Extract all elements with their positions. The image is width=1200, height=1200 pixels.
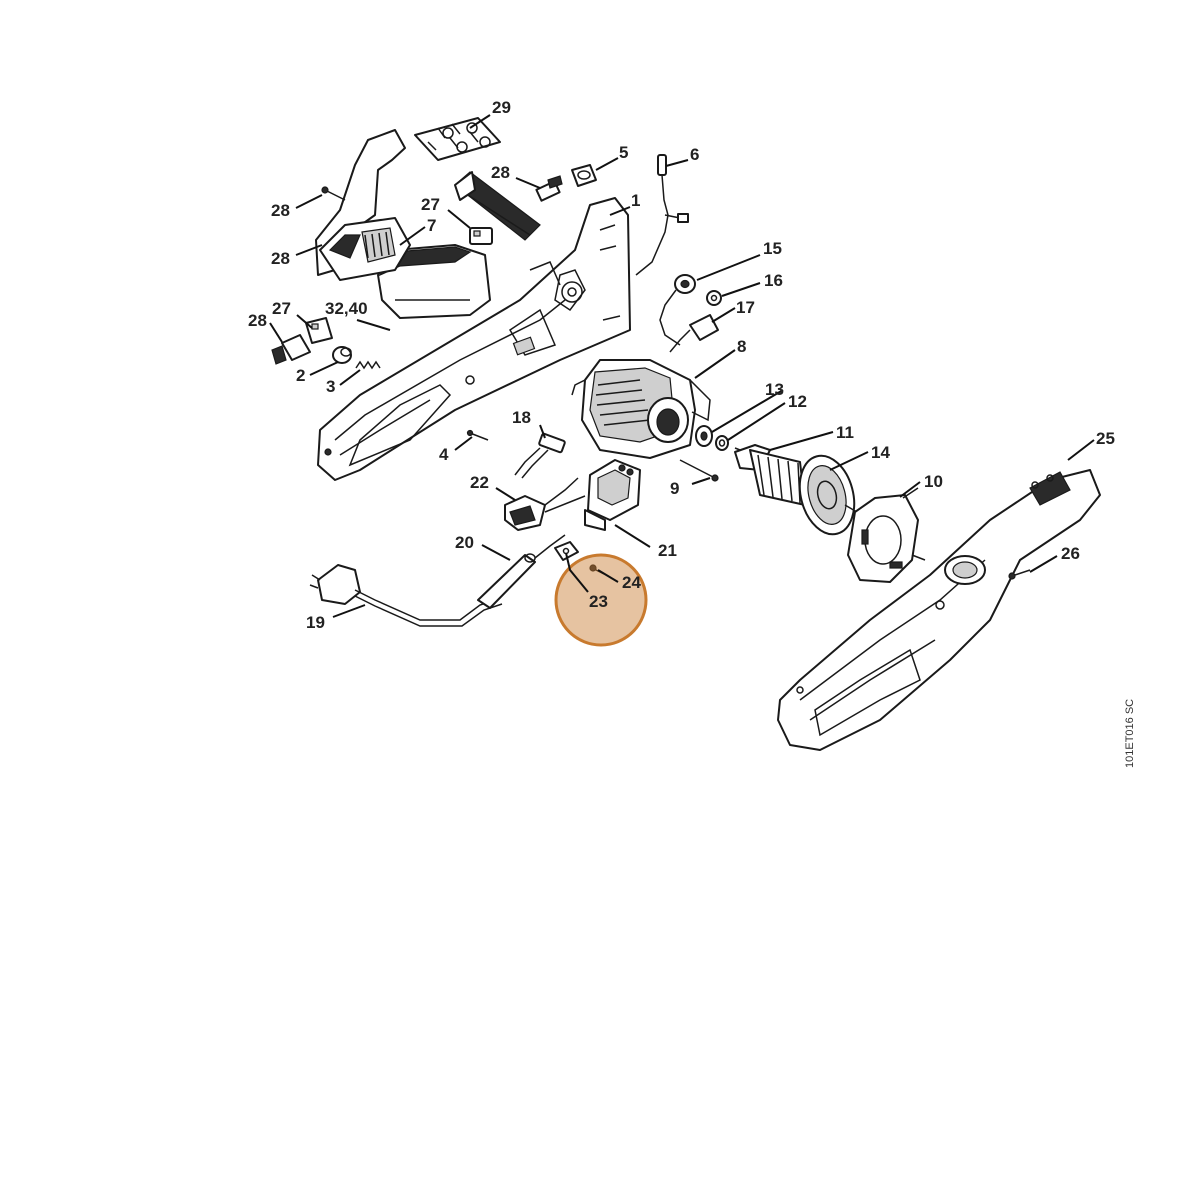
callout-26: 26 bbox=[1061, 544, 1080, 563]
callout-19: 19 bbox=[306, 613, 325, 632]
callout-15: 15 bbox=[763, 239, 782, 258]
callout-7: 7 bbox=[427, 216, 436, 235]
callout-28-top: 28 bbox=[491, 163, 510, 182]
switch-28-top bbox=[535, 175, 563, 202]
bearing-13 bbox=[695, 425, 713, 447]
brush-holder-15 bbox=[659, 274, 696, 346]
bearing-12 bbox=[715, 435, 729, 451]
callout-14: 14 bbox=[871, 443, 890, 462]
rear-handle bbox=[315, 129, 411, 281]
cable-clip-23 bbox=[554, 541, 579, 561]
callout-32-40: 32,40 bbox=[325, 299, 368, 318]
callout-6: 6 bbox=[690, 145, 699, 164]
callout-1: 1 bbox=[631, 191, 640, 210]
callout-10: 10 bbox=[924, 472, 943, 491]
cap-5 bbox=[571, 164, 597, 187]
callout-25: 25 bbox=[1096, 429, 1115, 448]
cable-6 bbox=[635, 154, 689, 276]
top-grip bbox=[454, 171, 541, 241]
brush-18 bbox=[514, 432, 566, 479]
stator bbox=[571, 359, 711, 459]
callout-20: 20 bbox=[455, 533, 474, 552]
callout-8: 8 bbox=[737, 337, 746, 356]
callout-3: 3 bbox=[326, 377, 335, 396]
callout-labels: 29 5 6 28 28 27 1 7 28 15 16 17 27 32,40… bbox=[248, 98, 1115, 632]
cap-2 bbox=[332, 346, 352, 364]
motor-housing bbox=[317, 197, 631, 481]
warning-decal bbox=[414, 117, 501, 161]
callout-17: 17 bbox=[736, 298, 755, 317]
connector-27-left bbox=[305, 317, 333, 344]
callout-31: 29 bbox=[492, 98, 511, 117]
screw-30 bbox=[321, 186, 346, 201]
screw-26 bbox=[1008, 569, 1031, 580]
cover-housing bbox=[777, 469, 1101, 751]
motor-cover bbox=[377, 244, 491, 319]
callout-13: 13 bbox=[765, 380, 784, 399]
spring-clip-17 bbox=[669, 314, 719, 353]
brush-holder-22 bbox=[504, 477, 586, 531]
callout-16: 16 bbox=[764, 271, 783, 290]
callout-9: 9 bbox=[670, 479, 679, 498]
callout-5: 5 bbox=[619, 143, 628, 162]
drawing-code: 101ET016 SC bbox=[1124, 699, 1136, 768]
callout-29: 28 bbox=[271, 249, 290, 268]
callout-4: 4 bbox=[439, 445, 449, 464]
callout-23: 23 bbox=[589, 592, 608, 611]
callout-30: 28 bbox=[271, 201, 290, 220]
switch-21 bbox=[584, 459, 641, 531]
connector-27-top bbox=[469, 227, 493, 245]
spring-3 bbox=[355, 360, 381, 370]
cord-sleeve bbox=[477, 534, 566, 609]
screw-4 bbox=[466, 429, 489, 441]
armature bbox=[734, 444, 863, 536]
callout-28-left: 28 bbox=[248, 311, 267, 330]
callout-21: 21 bbox=[658, 541, 677, 560]
callout-27-top: 27 bbox=[421, 195, 440, 214]
leader-lines bbox=[269, 114, 1095, 618]
callout-27-left: 27 bbox=[272, 299, 291, 318]
baffle-10 bbox=[847, 487, 926, 583]
callout-22: 22 bbox=[470, 473, 489, 492]
callout-18: 18 bbox=[512, 408, 531, 427]
callout-24: 24 bbox=[622, 573, 641, 592]
switch-28-left bbox=[271, 334, 311, 365]
callout-11: 11 bbox=[836, 423, 854, 442]
screw-9 bbox=[679, 459, 719, 482]
callout-2: 2 bbox=[296, 366, 305, 385]
callout-12: 12 bbox=[788, 392, 807, 411]
washer-16 bbox=[706, 290, 722, 306]
power-cord bbox=[309, 564, 503, 627]
highlight-marker bbox=[554, 553, 648, 647]
